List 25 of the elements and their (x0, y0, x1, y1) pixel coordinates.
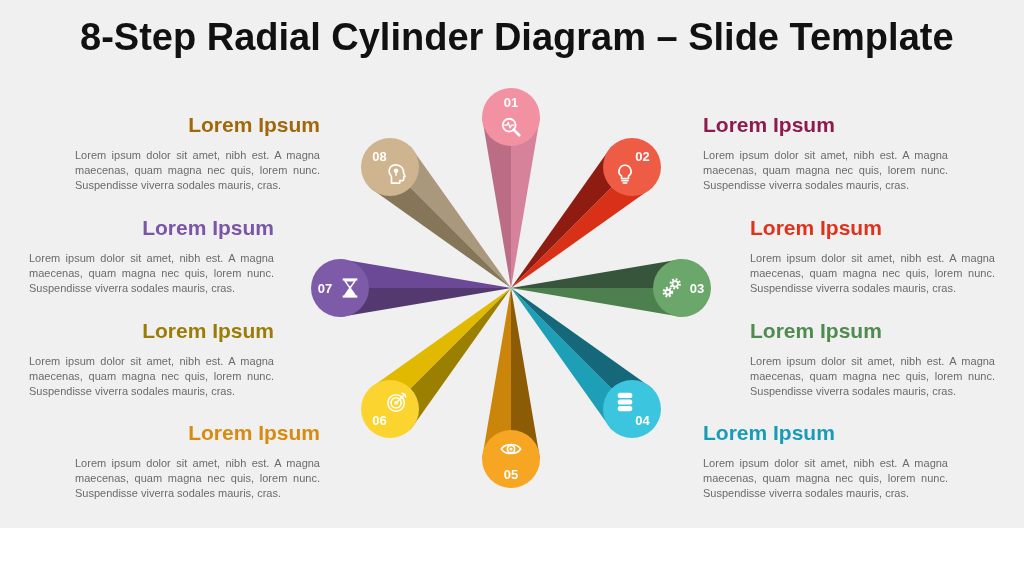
step-number: 07 (317, 281, 333, 295)
step-description: Lorem ipsum dolor sit amet, nibh est. A magna maecenas, quam magna nec quis, lorem nunc. Suspendisse viverra sodales mauris, cras. (750, 251, 995, 296)
step-description: Lorem ipsum dolor sit amet, nibh est. A magna maecenas, quam magna nec quis, lorem nunc. Suspendisse viverra sodales mauris, cras. (75, 456, 320, 501)
step-number: 05 (503, 467, 519, 481)
step-heading: Lorem Ipsum (703, 113, 835, 136)
step-heading: Lorem Ipsum (188, 113, 320, 136)
step-description: Lorem ipsum dolor sit amet, nibh est. A magna maecenas, quam magna nec quis, lorem nunc. Suspendisse viverra sodales mauris, cras. (29, 251, 274, 296)
step-number: 04 (635, 413, 650, 426)
step-description: Lorem ipsum dolor sit amet, nibh est. A magna maecenas, quam magna nec quis, lorem nunc. Suspendisse viverra sodales mauris, cras. (75, 148, 320, 193)
step-number: 02 (635, 149, 650, 163)
step-number: 08 (372, 149, 387, 163)
step-heading: Lorem Ipsum (188, 421, 320, 444)
slide-title: 8-Step Radial Cylinder Diagram – Slide Template (80, 15, 954, 60)
step-heading: Lorem Ipsum (750, 216, 882, 239)
step-description: Lorem ipsum dolor sit amet, nibh est. A magna maecenas, quam magna nec quis, lorem nunc. Suspendisse viverra sodales mauris, cras. (750, 354, 995, 399)
step-heading: Lorem Ipsum (750, 319, 882, 342)
step-heading: Lorem Ipsum (703, 421, 835, 444)
step-description: Lorem ipsum dolor sit amet, nibh est. A magna maecenas, quam magna nec quis, lorem nunc. Suspendisse viverra sodales mauris, cras. (29, 354, 274, 399)
step-description: Lorem ipsum dolor sit amet, nibh est. A magna maecenas, quam magna nec quis, lorem nunc. Suspendisse viverra sodales mauris, cras. (703, 148, 948, 193)
step-number: 06 (372, 413, 387, 426)
step-description: Lorem ipsum dolor sit amet, nibh est. A magna maecenas, quam magna nec quis, lorem nunc. Suspendisse viverra sodales mauris, cras. (703, 456, 948, 501)
step-heading: Lorem Ipsum (142, 319, 274, 342)
step-number: 03 (689, 281, 705, 295)
step-number: 01 (503, 95, 519, 109)
step-heading: Lorem Ipsum (142, 216, 274, 239)
